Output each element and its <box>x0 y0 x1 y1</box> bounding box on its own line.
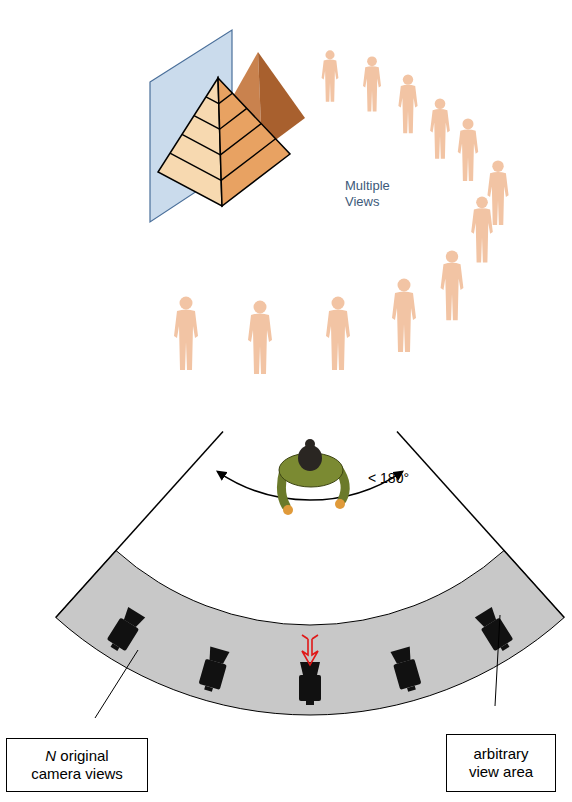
virtual-view-arrow <box>302 635 318 665</box>
view-label: Multiple Views <box>345 178 409 210</box>
callout-box: N original camera views <box>6 738 148 792</box>
angle-label: < 180° <box>368 470 448 487</box>
callout-text: N original camera views <box>27 747 127 783</box>
people-figures <box>174 50 509 374</box>
person-figure <box>441 250 464 320</box>
person-top-view <box>279 439 345 515</box>
camera-symbol <box>474 606 515 654</box>
person-figure <box>392 279 416 353</box>
callout-text: arbitrary view area <box>461 745 541 781</box>
person-figure <box>398 74 417 133</box>
camera-symbol <box>197 646 230 693</box>
pyramid-layer <box>182 124 261 155</box>
leader-line <box>95 650 138 718</box>
pyramid-layer <box>206 93 232 103</box>
pyramid-layer <box>194 108 247 129</box>
boundary-line <box>56 432 223 618</box>
person-figure <box>458 118 478 180</box>
person-figure <box>430 98 450 158</box>
boundary-line <box>397 432 564 618</box>
pyramid-layer <box>170 139 276 181</box>
camera-symbol <box>390 646 423 693</box>
person-figure <box>174 297 198 371</box>
view-band <box>56 551 565 715</box>
person-figure <box>326 297 350 371</box>
person-figure <box>322 50 339 101</box>
leader-line <box>495 615 500 706</box>
front-pyramid <box>158 78 290 206</box>
camera-setup <box>56 432 565 718</box>
person-figure <box>248 301 272 375</box>
callout-box: arbitrary view area <box>446 734 556 792</box>
camera-symbol <box>299 662 321 705</box>
person-figure <box>363 56 381 111</box>
person-figure <box>471 196 493 262</box>
camera-symbol <box>105 606 146 654</box>
